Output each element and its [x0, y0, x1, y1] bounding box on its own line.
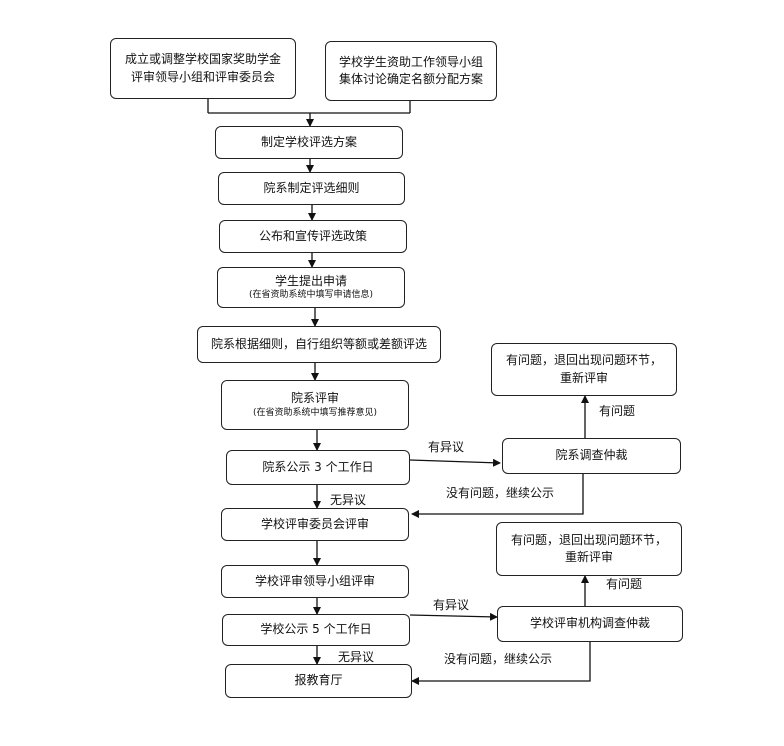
objection-label-1: 有异议	[428, 440, 465, 454]
school-problem-return-line2: 重新评审	[564, 550, 613, 564]
quota-plan-line2: 集体讨论确定名额分配方案	[338, 72, 483, 86]
arrow-objection-2	[409, 612, 498, 621]
school-problem-return-node: 有问题，退回出现问题环节， 重新评审	[496, 522, 682, 576]
dept-rules-node: 院系制定评选细则	[218, 172, 405, 205]
dept-arbitration-label: 院系调查仲裁	[555, 448, 628, 463]
school-notice-node: 学校公示 5 个工作日	[222, 614, 410, 646]
school-committee-review-label: 学校评审委员会评审	[260, 516, 369, 531]
has-problem-label-2: 有问题	[606, 577, 643, 591]
school-plan-label: 制定学校评选方案	[260, 134, 357, 149]
report-to-education-dept-label: 报教育厅	[294, 673, 343, 688]
student-apply-node: 学生提出申请 (在省资助系统中填写申请信息)	[217, 267, 405, 308]
dept-selection-label: 院系根据细则，自行组织等额或差额评选	[210, 336, 427, 351]
publicize-policy-node: 公布和宣传评选政策	[219, 220, 407, 253]
dept-review-note: (在省资助系统中填写推荐意见)	[252, 407, 378, 418]
student-apply-note: (在省资助系统中填写申请信息)	[248, 290, 374, 301]
leader-group-review-node: 学校评审领导小组评审	[221, 565, 409, 598]
has-problem-label-1: 有问题	[599, 404, 636, 418]
quota-plan-line1: 学校学生资助工作领导小组	[338, 54, 483, 69]
form-committee-node: 成立或调整学校国家奖助学金 评审领导小组和评审委员会	[110, 38, 296, 99]
leader-group-review-label: 学校评审领导小组评审	[254, 573, 375, 588]
form-committee-line1: 成立或调整学校国家奖助学金	[124, 52, 281, 67]
dept-problem-return-line1: 有问题，退回出现问题环节，	[505, 353, 662, 368]
school-committee-review-node: 学校评审委员会评审	[221, 508, 409, 541]
dept-selection-node: 院系根据细则，自行组织等额或差额评选	[197, 326, 441, 363]
dept-notice-label: 院系公示 3 个工作日	[262, 459, 374, 474]
quota-plan-node: 学校学生资助工作领导小组 集体讨论确定名额分配方案	[325, 41, 497, 101]
objection-label-2: 有异议	[433, 598, 470, 612]
no-problem-continue-label-1: 没有问题，继续公示	[446, 486, 555, 500]
school-problem-return-line1: 有问题，退回出现问题环节，	[510, 532, 667, 547]
no-objection-label-1: 无异议	[330, 493, 367, 507]
form-committee-line2: 评审领导小组和评审委员会	[130, 69, 275, 84]
arrow-continue-1	[411, 474, 584, 518]
publicize-policy-label: 公布和宣传评选政策	[258, 228, 367, 243]
dept-problem-return-line2: 重新评审	[559, 370, 608, 385]
dept-review-node: 院系评审 (在省资助系统中填写推荐意见)	[221, 380, 409, 430]
dept-arbitration-node: 院系调查仲裁	[502, 438, 681, 474]
dept-problem-return-node: 有问题，退回出现问题环节， 重新评审	[491, 343, 677, 396]
arrow-objection-1	[409, 458, 501, 467]
dept-rules-label: 院系制定评选细则	[263, 180, 360, 195]
report-to-education-dept-node: 报教育厅	[225, 664, 412, 698]
school-plan-node: 制定学校评选方案	[215, 126, 403, 159]
dept-review-label: 院系评审	[290, 391, 339, 406]
school-arbitration-label: 学校评审机构调查仲裁	[529, 616, 650, 631]
student-apply-label: 学生提出申请	[274, 273, 347, 288]
dept-notice-node: 院系公示 3 个工作日	[226, 450, 410, 485]
no-objection-label-2: 无异议	[338, 650, 375, 664]
school-notice-label: 学校公示 5 个工作日	[260, 622, 372, 637]
no-problem-continue-label-2: 没有问题，继续公示	[444, 652, 553, 666]
arrow-continue-2	[411, 642, 591, 685]
school-arbitration-node: 学校评审机构调查仲裁	[497, 606, 683, 642]
